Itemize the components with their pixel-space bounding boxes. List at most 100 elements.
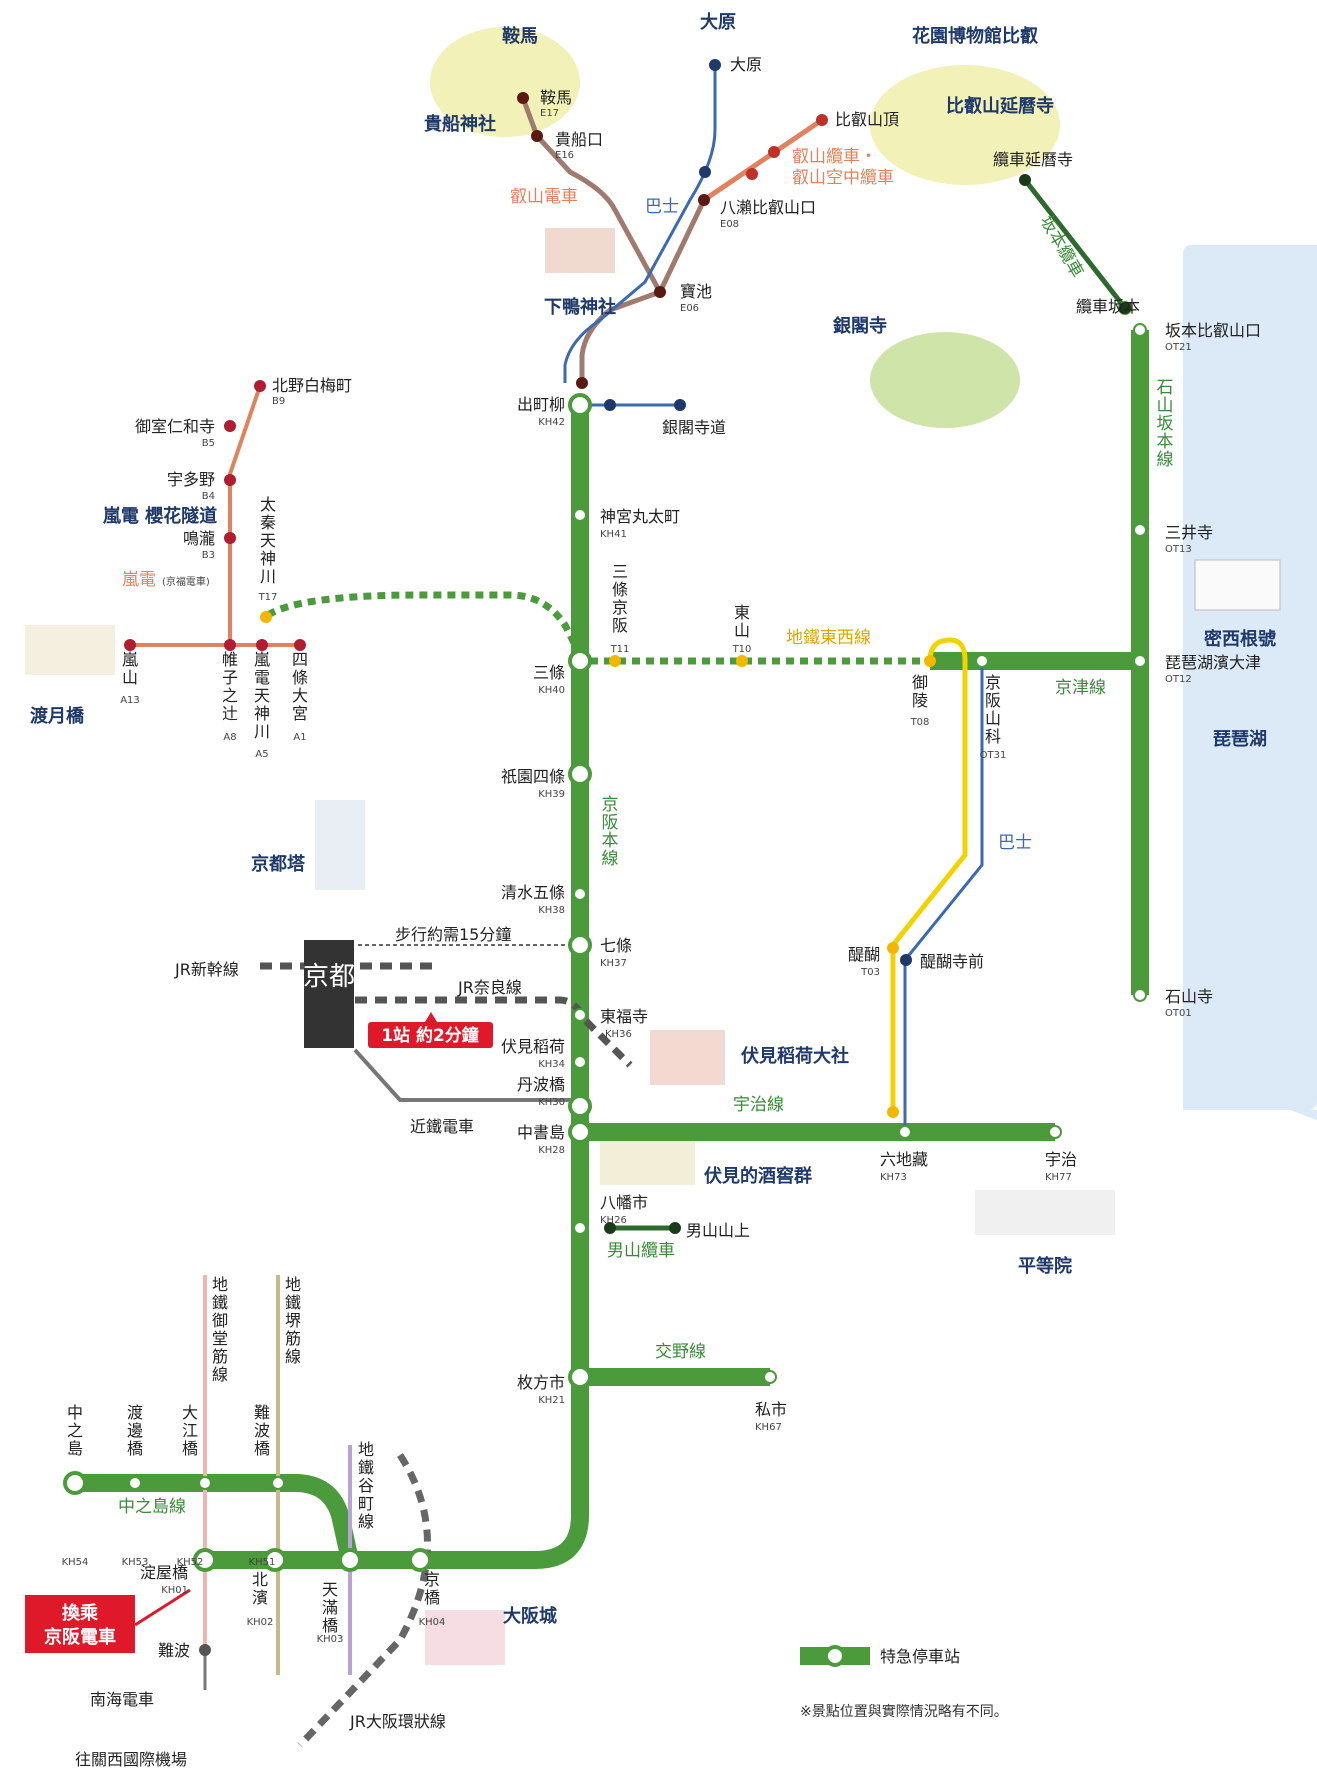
dot-10[interactable] xyxy=(604,399,616,411)
code-randen_tenjingawa_c: A5 xyxy=(255,749,268,760)
small-stop-11[interactable] xyxy=(1048,1125,1062,1139)
stop-nakanoshima[interactable] xyxy=(63,1471,87,1495)
vlabel-shijo_omiya-char: 條 xyxy=(292,668,308,687)
small-stops xyxy=(124,59,1147,1656)
stop-shichijo[interactable] xyxy=(568,933,592,957)
small-stop-8[interactable] xyxy=(975,654,989,668)
stop-kitahama[interactable] xyxy=(263,1548,287,1572)
small-stop-9[interactable] xyxy=(1133,988,1147,1002)
stop-hirakata[interactable] xyxy=(568,1365,592,1389)
dot-30[interactable] xyxy=(294,639,306,651)
label-cable_sakamoto: 纜車坂本 xyxy=(1076,297,1140,316)
label-uji-line: 宇治線 xyxy=(733,1095,784,1115)
dot-24[interactable] xyxy=(224,420,236,432)
dot-16[interactable] xyxy=(669,1222,681,1234)
dot-12[interactable] xyxy=(900,954,912,966)
dot-13[interactable] xyxy=(1019,174,1031,186)
vlabel-ishiyama-char: 坂 xyxy=(1157,414,1174,434)
code-biwako_hamaotsu_c: OT12 xyxy=(1165,674,1192,685)
dot-6[interactable] xyxy=(768,146,780,158)
small-stop-6[interactable] xyxy=(1133,523,1147,537)
code-sanjo_keihan_c: T11 xyxy=(610,644,630,655)
label-jr-shinkansen: JR新幹線 xyxy=(174,960,239,979)
vlabel-tenmabashi-char: 天 xyxy=(322,1580,338,1599)
small-stop-4[interactable] xyxy=(573,1221,587,1235)
vlabel-tanimachi-char: 線 xyxy=(358,1512,374,1531)
dot-2[interactable] xyxy=(654,286,666,298)
dot-22[interactable] xyxy=(260,611,272,623)
dot-17[interactable] xyxy=(609,655,621,667)
vlabel-randen_tenjingawa-char: 川 xyxy=(254,722,270,741)
vlabel-watanabebashi-char: 渡 xyxy=(127,1403,143,1422)
dot-31[interactable] xyxy=(199,1644,211,1656)
dot-1[interactable] xyxy=(531,130,543,142)
label-kibuneguchi: 貴船口 xyxy=(555,130,603,149)
vlabel-ishiyama-char: 石 xyxy=(1157,378,1174,398)
dot-28[interactable] xyxy=(224,639,236,651)
dot-20[interactable] xyxy=(887,942,899,954)
label-jr-nara: JR奈良線 xyxy=(457,978,522,997)
small-stop-5[interactable] xyxy=(1133,323,1147,337)
label-bus-2: 巴士 xyxy=(998,833,1032,853)
code-tofukuji_c: KH36 xyxy=(605,1029,632,1040)
code-nakanoshima_c: KH54 xyxy=(62,1557,89,1568)
stop-chushojima[interactable] xyxy=(568,1120,592,1144)
small-stop-14[interactable] xyxy=(198,1476,212,1490)
vlabel-katabiranotsuji-char: 帷 xyxy=(222,650,238,669)
stop-tenmabashi[interactable] xyxy=(338,1548,362,1572)
dot-25[interactable] xyxy=(224,474,236,486)
stop-gion[interactable] xyxy=(568,762,592,786)
kintetsu-line xyxy=(353,1048,575,1102)
dot-15[interactable] xyxy=(604,1222,616,1234)
label-cable_enryakuji: 纜車延曆寺 xyxy=(993,150,1073,169)
one-stop-label: 1站 約2分鐘 xyxy=(381,1025,479,1046)
spot-fushimi_inari: 伏見稻荷大社 xyxy=(741,1045,849,1067)
fushimi-inari-illus xyxy=(650,1030,725,1085)
spot-togetsukyo: 渡月橋 xyxy=(30,705,85,727)
small-stop-13[interactable] xyxy=(128,1476,142,1490)
dot-14[interactable] xyxy=(1119,302,1131,314)
small-stop-15[interactable] xyxy=(271,1476,285,1490)
dot-19[interactable] xyxy=(924,655,936,667)
small-stop-0[interactable] xyxy=(573,508,587,522)
small-stop-12[interactable] xyxy=(763,1370,777,1384)
dot-0[interactable] xyxy=(517,92,529,104)
dot-11[interactable] xyxy=(674,399,686,411)
small-stop-10[interactable] xyxy=(898,1125,912,1139)
dot-23[interactable] xyxy=(254,380,266,392)
code-kisaichi_c: KH67 xyxy=(755,1422,782,1433)
code-uzumasa_c: T17 xyxy=(258,592,278,603)
dot-3[interactable] xyxy=(698,194,710,206)
vlabel-keihan-main-char: 線 xyxy=(602,849,619,869)
dot-26[interactable] xyxy=(224,532,236,544)
vlabel-sanjo_keihan-char: 阪 xyxy=(612,616,628,635)
transfer-box xyxy=(25,1595,135,1653)
stop-kyobashi[interactable] xyxy=(408,1548,432,1572)
label-randen: 嵐電 xyxy=(122,570,156,590)
label-walk: 步行約需15分鐘 xyxy=(395,925,511,944)
dot-5[interactable] xyxy=(746,168,758,180)
code-demachi_c: KH42 xyxy=(538,417,565,428)
small-stop-7[interactable] xyxy=(1133,654,1147,668)
small-stop-3[interactable] xyxy=(573,1055,587,1069)
small-stop-1[interactable] xyxy=(573,887,587,901)
dot-8[interactable] xyxy=(709,59,721,71)
label-omuro: 御室仁和寺 xyxy=(135,417,215,436)
stop-yodoyabashi[interactable] xyxy=(193,1548,217,1572)
dot-4[interactable] xyxy=(576,377,588,389)
stop-tanbabashi[interactable] xyxy=(568,1094,592,1118)
stop-demachi[interactable] xyxy=(568,393,592,417)
dot-29[interactable] xyxy=(256,639,268,651)
dot-18[interactable] xyxy=(736,655,748,667)
small-stop-2[interactable] xyxy=(573,1008,587,1022)
spot-ohara: 大原 xyxy=(700,11,736,33)
dot-7[interactable] xyxy=(816,114,828,126)
stop-sanjo[interactable] xyxy=(568,649,592,673)
spot-michigan: 密西根號 xyxy=(1204,628,1276,650)
dot-21[interactable] xyxy=(887,1106,899,1118)
dot-27[interactable] xyxy=(124,639,136,651)
dot-9[interactable] xyxy=(699,166,711,178)
